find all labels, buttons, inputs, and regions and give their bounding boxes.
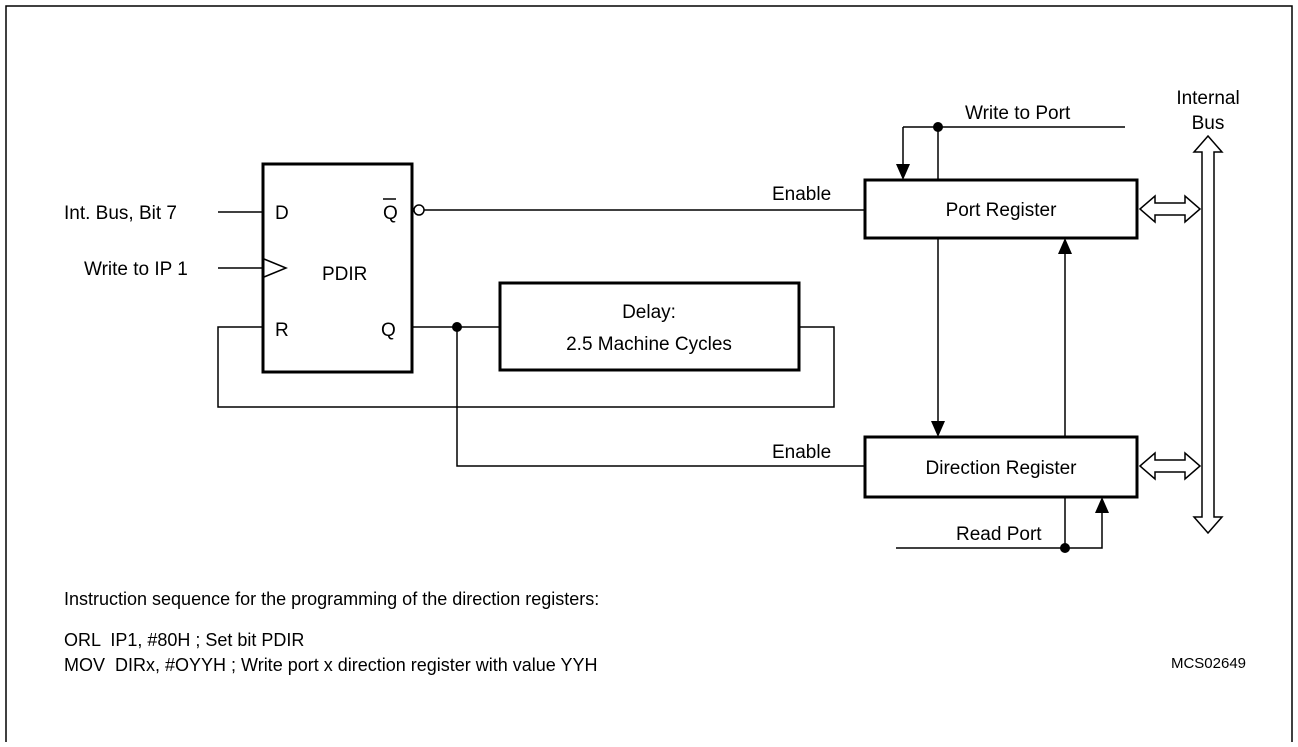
notes-line2: MOV DIRx, #OYYH ; Write port x direction…	[64, 655, 598, 675]
direction-register-label: Direction Register	[926, 458, 1078, 479]
read-arrow-icon	[1095, 497, 1109, 513]
inversion-bubble-icon	[413, 204, 425, 216]
int-bus-bit7-label: Int. Bus, Bit 7	[64, 203, 177, 224]
pin-qbar-label: Q	[383, 203, 398, 224]
port-register-box	[863, 178, 1139, 240]
internal-bus-label-line2: Bus	[1192, 113, 1225, 134]
pin-r-label: R	[275, 320, 289, 341]
pin-d-label: D	[275, 203, 289, 224]
q-direction-enable-wire	[456, 327, 865, 467]
direction-enable-label: Enable	[772, 442, 831, 463]
delay-label-line1: Delay:	[622, 302, 676, 323]
write-to-port-label: Write to Port	[965, 103, 1071, 124]
direction-bus-double-arrow-icon	[1138, 451, 1202, 481]
flipflop-name: PDIR	[322, 264, 367, 285]
port-to-direction-arrow-icon	[931, 421, 945, 437]
internal-bus-label-line1: Internal	[1176, 88, 1239, 109]
pin-q-label: Q	[381, 320, 396, 341]
notes-line1: ORL IP1, #80H ; Set bit PDIR	[64, 630, 304, 650]
read-port-label: Read Port	[956, 524, 1042, 545]
delay-label-line2: 2.5 Machine Cycles	[566, 334, 732, 355]
write-to-ip1-label: Write to IP 1	[84, 259, 188, 280]
delay-box	[498, 281, 801, 372]
write-arrow-icon	[896, 164, 910, 180]
reset-feedback-wire	[217, 326, 835, 408]
direction-to-port-arrow-icon	[1058, 238, 1072, 254]
figure-id: MCS02649	[1171, 655, 1246, 672]
port-register-label: Port Register	[946, 200, 1058, 221]
clock-triangle-icon	[263, 258, 288, 278]
port-bus-double-arrow-icon	[1138, 194, 1202, 224]
internal-bus-icon	[1192, 134, 1224, 535]
read-port-feedback-wire	[1065, 513, 1103, 549]
port-enable-label: Enable	[772, 184, 831, 205]
notes-heading: Instruction sequence for the programming…	[64, 589, 599, 609]
direction-register-box	[863, 435, 1139, 499]
